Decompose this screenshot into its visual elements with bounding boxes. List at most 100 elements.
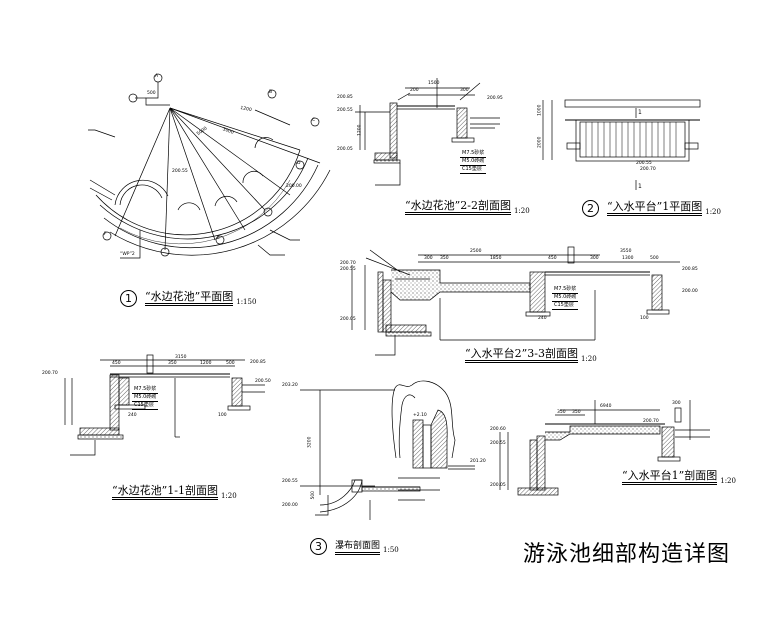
sheet-title: 游泳池细部构造详图 xyxy=(523,542,731,567)
platform-1-dim: 350 xyxy=(557,410,566,415)
section-1-1-dim: 450 xyxy=(112,361,121,366)
section-1-1-dim: 350 xyxy=(168,361,177,366)
plan-flower-pool-drawing xyxy=(88,73,331,259)
drawing-scale: 1:20 xyxy=(513,207,530,215)
section-waterfall-drawing xyxy=(300,380,475,520)
platform-1-elev: 200.60 xyxy=(490,427,506,432)
plan-elev: 200.00 xyxy=(286,184,302,189)
drawing-scale: 1:50 xyxy=(383,546,399,554)
drawing-scale: 1:20 xyxy=(720,477,736,485)
waterfall-elev: 203.20 xyxy=(282,383,298,388)
section-1-1-materials: M7.5砂浆 M5.0砖砌 C15垫层 xyxy=(132,386,159,410)
grid-mark: B xyxy=(269,90,273,95)
drawing-scale: 1:20 xyxy=(220,492,237,500)
drawing-number-badge: 2 xyxy=(582,200,599,217)
waterfall-dim: 500 xyxy=(311,490,317,500)
waterfall-label: +2.10 xyxy=(413,413,427,418)
platform-plan-elev: 200.55 xyxy=(636,161,652,166)
section-2-2-elev: 200.05 xyxy=(337,147,353,152)
drawing-title-text: “入水平台”1平面图 xyxy=(607,201,703,216)
section-1-1-drawing xyxy=(64,354,265,456)
drawing-title-text: 瀑布剖面图 xyxy=(335,542,381,555)
platform-plan-dim: 2000 xyxy=(537,136,543,148)
drawing-title-text: “水边花池”平面图 xyxy=(145,291,234,306)
section-3-3-dim: 500 xyxy=(650,256,659,261)
section-3-3-dim: 1300 xyxy=(622,256,634,261)
section-3-3-dim: 100 xyxy=(640,316,649,321)
section-2-2-dim: 1200 xyxy=(357,124,363,136)
section-2-2-elev: 200.95 xyxy=(487,96,503,101)
section-3-3-dim: 300 xyxy=(424,256,433,261)
platform-1-dim: 6940 xyxy=(600,404,612,409)
drawing-number-badge: 3 xyxy=(310,538,327,555)
drawing-scale: 1:150 xyxy=(236,298,257,306)
section-3-3-dim: 1850 xyxy=(490,256,502,261)
section-3-3-dim: 450 xyxy=(548,256,557,261)
section-1-1-elev: 200.70 xyxy=(42,371,58,376)
section-3-3-dim: 2500 xyxy=(470,249,482,254)
section-2-2-elev: 200.85 xyxy=(337,95,353,100)
drawing-number-badge: 1 xyxy=(120,290,137,307)
section-3-3-dim: 240 xyxy=(538,316,547,321)
plan-entry-platform-drawing xyxy=(542,99,701,190)
section-3-3-drawing xyxy=(351,246,680,356)
section-1-1-elev: 200.50 xyxy=(255,379,271,384)
drawing-title-text: “水边花池”2-2剖面图 xyxy=(405,200,511,215)
section-3-3-materials-left: M7.5砂浆 M5.0砖砌 C15垫层 xyxy=(552,286,579,310)
platform-1-elev: 200.70 xyxy=(643,419,659,424)
drawing-scale: 1:20 xyxy=(580,355,597,363)
section-entry-platform-1-drawing xyxy=(499,400,710,496)
plan-dim: 500 xyxy=(147,91,156,96)
grid-mark: C xyxy=(312,118,316,123)
platform-1-elev: 200.55 xyxy=(490,441,506,446)
section-1-1-dim: 500 xyxy=(226,361,235,366)
section-1-1-dim: 3150 xyxy=(175,355,187,360)
platform-1-dim: 300 xyxy=(672,401,681,406)
waterfall-elev: 201.20 xyxy=(470,459,486,464)
waterfall-elev: 200.00 xyxy=(282,503,298,508)
drawing-title-text: “入水平台2”3-3剖面图 xyxy=(465,348,578,363)
section-3-3-elev: 200.85 xyxy=(682,267,698,272)
section-2-2-dim: 300 xyxy=(460,88,469,93)
grid-mark: F xyxy=(104,232,107,237)
section-mark: 1 xyxy=(638,183,642,190)
section-3-3-elev: 200.00 xyxy=(682,289,698,294)
plan-elev: 200.55 xyxy=(172,169,188,174)
section-2-2-elev: 200.55 xyxy=(337,108,353,113)
section-2-2-drawing xyxy=(355,78,500,186)
platform-1-elev: 200.05 xyxy=(490,483,506,488)
drawing-scale: 1:20 xyxy=(705,208,721,216)
waterfall-elev: 200.55 xyxy=(282,479,298,484)
section-mark: 1 xyxy=(638,109,642,116)
drawing-title-text: “水边花池”1-1剖面图 xyxy=(112,485,218,500)
section-2-2-dim: 200 xyxy=(410,88,419,93)
section-3-3-elev: 200.05 xyxy=(340,317,356,322)
platform-plan-elev: 200.70 xyxy=(640,167,656,172)
grid-mark: A xyxy=(155,74,159,79)
waterfall-dim: 3200 xyxy=(307,436,313,448)
grid-mark: E xyxy=(217,236,220,241)
drawing-title-text: “入水平台1”剖面图 xyxy=(622,470,718,485)
section-3-3-elev: 200.70 xyxy=(340,261,356,266)
platform-plan-dim: 1000 xyxy=(537,104,543,116)
grid-mark: D xyxy=(297,161,301,166)
section-3-3-dim: 350 xyxy=(440,256,449,261)
section-1-1-dim: 240 xyxy=(128,413,137,418)
plan-tag: “WP”2 xyxy=(120,252,135,257)
section-2-2-dim: 1500 xyxy=(428,81,440,86)
platform-1-dim: 350 xyxy=(572,410,581,415)
section-3-3-dim: 3550 xyxy=(620,249,632,254)
section-1-1-dim: 100 xyxy=(218,413,227,418)
section-3-3-elev: 200.55 xyxy=(340,267,356,272)
section-1-1-dim: 1200 xyxy=(200,361,212,366)
section-2-2-materials: M7.5砂浆 M5.0砖砌 C15垫层 xyxy=(460,150,487,174)
section-1-1-elev: 200.85 xyxy=(250,360,266,365)
